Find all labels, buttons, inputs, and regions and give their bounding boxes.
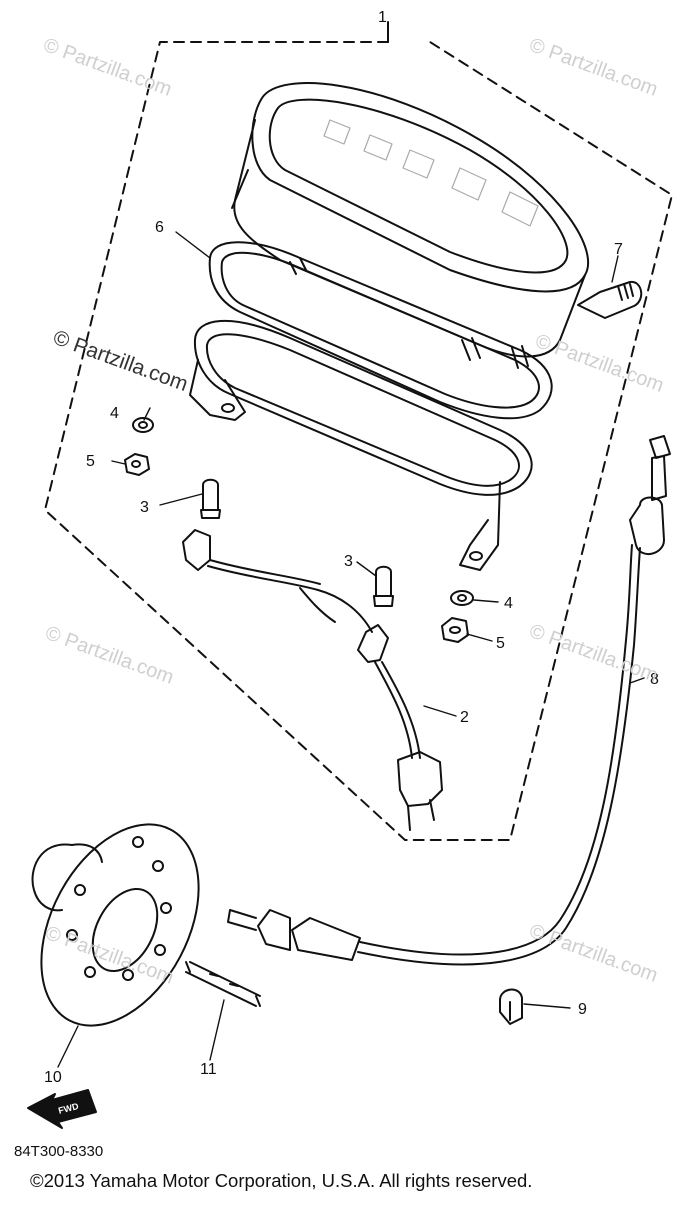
gasket <box>208 241 553 420</box>
callout-7: 7 <box>614 241 623 258</box>
nut-right <box>441 617 469 643</box>
assembly-boundary <box>44 41 673 841</box>
drawing-code: 84T300-8330 <box>14 1143 104 1160</box>
meter-gear-unit <box>31 823 200 1027</box>
copyright-notice: ©2013 Yamaha Motor Corporation, U.S.A. A… <box>30 1170 533 1191</box>
bulb-left <box>200 478 221 519</box>
leader-lines <box>57 231 645 1068</box>
washer-right <box>450 590 474 606</box>
speedometer-cable <box>227 435 671 966</box>
callout-3-left: 3 <box>140 499 149 516</box>
drive-pin <box>185 961 261 1007</box>
washer-left <box>132 417 154 433</box>
mounting-bracket <box>189 320 533 571</box>
callout-4-right: 4 <box>504 595 513 612</box>
speedometer-housing <box>231 82 590 369</box>
wire-harness <box>182 529 443 831</box>
callout-8: 8 <box>650 671 659 688</box>
callout-3-right: 3 <box>344 553 353 570</box>
callout-6: 6 <box>155 219 164 236</box>
cable-clamp <box>499 988 523 1025</box>
nut-left <box>124 453 150 476</box>
callout-2: 2 <box>460 709 469 726</box>
bulb-right <box>373 565 394 607</box>
callout-11: 11 <box>200 1061 217 1078</box>
callout-9: 9 <box>578 1001 587 1018</box>
fwd-arrow-icon <box>27 1089 97 1129</box>
callout-4-left: 4 <box>110 405 119 422</box>
callout-assembly: 1 <box>378 9 387 26</box>
callout-10: 10 <box>44 1069 62 1086</box>
callout-5-left: 5 <box>86 453 95 470</box>
reset-knob <box>577 280 643 319</box>
callout-5-right: 5 <box>496 635 505 652</box>
